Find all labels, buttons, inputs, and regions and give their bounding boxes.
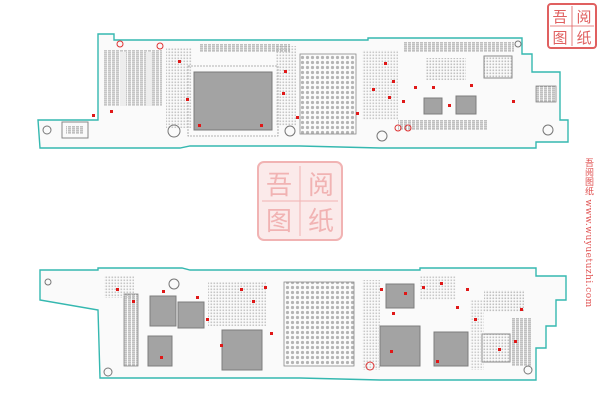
top-board bbox=[37, 33, 569, 149]
bottom-chip-4 bbox=[221, 329, 263, 371]
top-mount-hole-5 bbox=[542, 124, 554, 136]
bottom-chip-7 bbox=[385, 283, 415, 309]
seal-char-3: 图 bbox=[552, 29, 567, 47]
bottom-chip-1 bbox=[149, 295, 177, 327]
bottom-chip-5 bbox=[379, 325, 421, 367]
center-watermark-stamp: 吾 阅 图 纸 bbox=[257, 161, 343, 241]
top-mount-hole-2 bbox=[167, 124, 181, 138]
top-right-chip-3 bbox=[483, 55, 513, 79]
top-left-connector bbox=[61, 121, 89, 139]
bottom-chip-8 bbox=[481, 333, 511, 363]
top-mount-hole-4 bbox=[376, 130, 388, 142]
bottom-left-connector bbox=[123, 293, 139, 367]
seal-char-2: 阅 bbox=[576, 8, 591, 26]
bottom-mount-hole-1 bbox=[168, 278, 180, 290]
bottom-mount-hole-3 bbox=[44, 278, 52, 286]
bottom-red-markers bbox=[116, 282, 523, 363]
bottom-board bbox=[39, 267, 567, 381]
bottom-chip-2 bbox=[177, 301, 205, 329]
seal-char-1: 吾 bbox=[552, 8, 567, 26]
center-stamp-char-4: 纸 bbox=[308, 207, 334, 237]
seal-char-4: 纸 bbox=[576, 29, 591, 47]
bottom-bga-grid bbox=[283, 281, 355, 367]
top-red-markers bbox=[92, 60, 515, 127]
top-left-pin-block bbox=[104, 50, 162, 106]
top-bga-grid bbox=[299, 53, 357, 135]
top-right-chip-1 bbox=[423, 97, 443, 115]
corner-seal-stamp: 吾 阅 图 纸 bbox=[547, 3, 597, 49]
top-soc-chip bbox=[193, 71, 273, 131]
center-stamp-char-2: 阅 bbox=[308, 171, 334, 201]
bottom-chip-3 bbox=[147, 335, 173, 367]
top-mount-hole-1 bbox=[116, 40, 124, 48]
top-mount-hole-3 bbox=[284, 125, 296, 137]
top-right-connector bbox=[535, 85, 557, 103]
bottom-mount-hole-4 bbox=[103, 367, 113, 377]
vertical-watermark-caption: 吾阅图纸 www.wuyuetuzhi.com bbox=[583, 158, 593, 308]
center-stamp-char-3: 图 bbox=[266, 207, 292, 237]
bottom-mount-hole-2 bbox=[365, 361, 375, 371]
center-stamp-char-1: 吾 bbox=[266, 171, 292, 201]
bottom-chip-6 bbox=[433, 331, 469, 367]
top-right-chip-2 bbox=[455, 95, 477, 115]
top-mount-hole-6 bbox=[42, 125, 52, 135]
